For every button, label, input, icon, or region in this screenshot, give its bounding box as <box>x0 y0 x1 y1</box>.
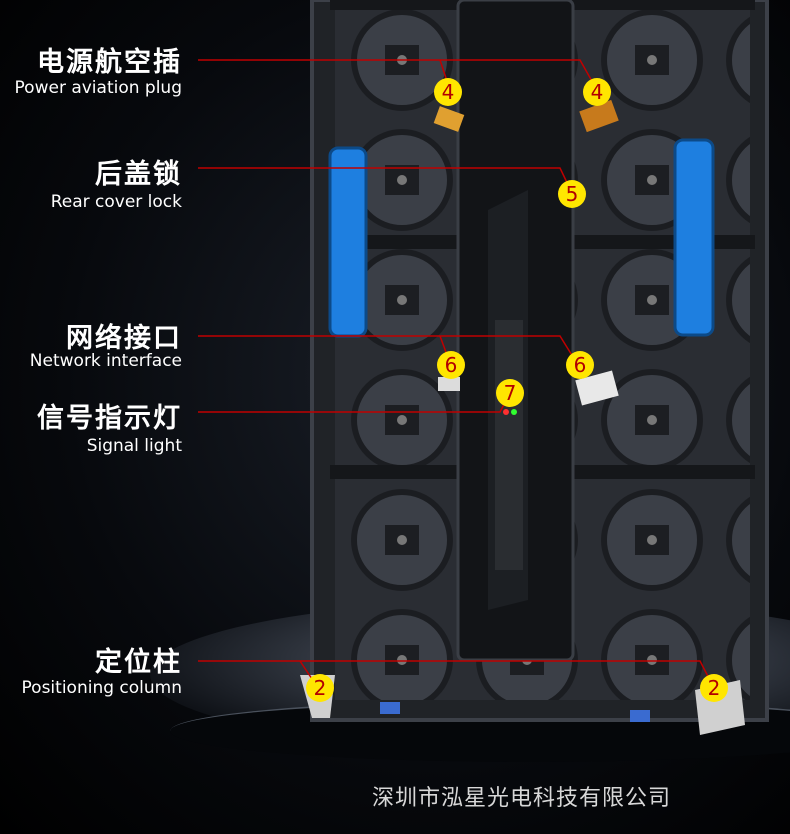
power-plug-label-en: Power aviation plug <box>14 78 182 98</box>
positioning-column-label-en: Positioning column <box>21 678 182 698</box>
network-interface-label-en: Network interface <box>29 351 182 371</box>
badge-2-right: 2 <box>700 674 728 702</box>
network-interface-label-cn: 网络接口 <box>66 323 182 354</box>
rear-cover-lock-label-cn: 后盖锁 <box>95 159 182 190</box>
badge-4-right: 4 <box>583 78 611 106</box>
rear-cover-lock-label-en: Rear cover lock <box>50 192 182 212</box>
positioning-column-label-cn: 定位柱 <box>95 647 182 678</box>
badge-6-right: 6 <box>566 351 594 379</box>
badge-2-left: 2 <box>306 674 334 702</box>
signal-light-label-en: Signal light <box>86 436 182 456</box>
company-name: 深圳市泓星光电科技有限公司 <box>372 786 672 811</box>
power-plug-label-cn: 电源航空插 <box>37 47 182 78</box>
badge-4-left: 4 <box>434 78 462 106</box>
badge-7: 7 <box>496 379 524 407</box>
badge-6-left: 6 <box>437 351 465 379</box>
badge-5: 5 <box>558 180 586 208</box>
signal-light-label-cn: 信号指示灯 <box>37 403 182 434</box>
